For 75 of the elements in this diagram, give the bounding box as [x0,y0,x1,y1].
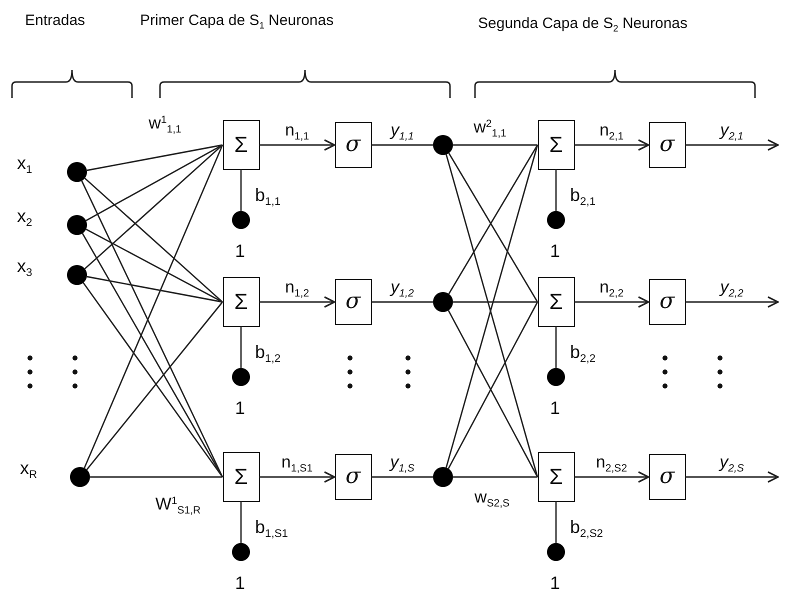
arrow [686,471,779,483]
input-label: x$_{3}$ [17,257,32,280]
neuron-output-dot [433,292,453,312]
activation-box: σ [334,279,372,325]
arrow [574,139,650,151]
bias-dot [547,368,565,386]
input-label: x$_{2}$ [17,207,32,230]
constant-label: 1 [235,399,246,419]
layer-heading: Entradas [25,12,86,29]
layer-heading: Primer Capa de S$_{1}$ Neuronas [140,12,334,30]
connection-line [86,144,223,222]
connection-line [555,502,557,543]
input-label: x$_{R}$ [20,459,38,482]
arrow [260,139,336,151]
summation-box: Σ [538,120,574,170]
constant-label: 1 [550,242,560,262]
activation-box: σ [334,454,372,500]
bias-dot [232,211,250,229]
connection-line [82,233,224,478]
bias-dot [232,368,250,386]
arrow [574,296,650,308]
activation-box: σ [648,122,686,168]
connection-line [372,144,433,146]
activation-box: σ [648,279,686,325]
connection-line [86,228,223,303]
constant-label: 1 [550,399,560,419]
input-dot [67,215,87,235]
input-dot [67,162,87,182]
connection-line [86,276,223,303]
connection-line [90,476,222,478]
neuron-output-dot [433,467,453,487]
constant-label: 1 [550,574,560,594]
connection-line [555,327,557,368]
arrow [260,471,336,483]
bias-label: b$_{1,S1}$ [255,518,288,540]
input-label: x$_{1}$ [17,154,32,176]
summation-box: Σ [538,277,574,327]
connection-line [82,282,224,478]
bias-label: b$_{1,1}$ [255,186,281,208]
connection-line [453,301,538,303]
summation-box: Σ [222,452,260,502]
connection-line [240,327,242,368]
bias-label: b$_{2,S2}$ [570,518,603,540]
summation-box: Σ [222,277,260,327]
input-dot [67,265,87,285]
connection-line [555,170,557,211]
arrow [574,471,650,483]
connection-line [453,476,538,478]
connection-line [84,178,223,303]
arrow [686,296,779,308]
connection-line [86,302,224,470]
bias-dot [547,211,565,229]
arrow [686,139,779,151]
connection-line [240,170,242,211]
bias-label: b$_{2,1}$ [570,186,596,208]
constant-label: 1 [235,242,246,262]
connection-line [372,476,433,478]
bias-dot [547,543,565,561]
input-dot [70,467,90,487]
connection-line [84,144,223,270]
connection-line [453,144,538,146]
summation-box: Σ [538,452,574,502]
bias-label: b$_{2,2}$ [570,343,596,366]
connection-line [86,144,223,172]
activation-box: σ [334,122,372,168]
activation-box: σ [648,454,686,500]
summation-box: Σ [222,120,260,170]
constant-label: 1 [235,574,246,594]
connection-line [240,502,242,543]
connection-line [372,301,433,303]
bias-label: b$_{1,2}$ [255,343,281,366]
layer-heading: Segunda Capa de S$_{2}$ Neuronas [478,15,688,34]
bias-dot [232,543,250,561]
neuron-output-dot [433,135,453,155]
arrow [260,296,336,308]
